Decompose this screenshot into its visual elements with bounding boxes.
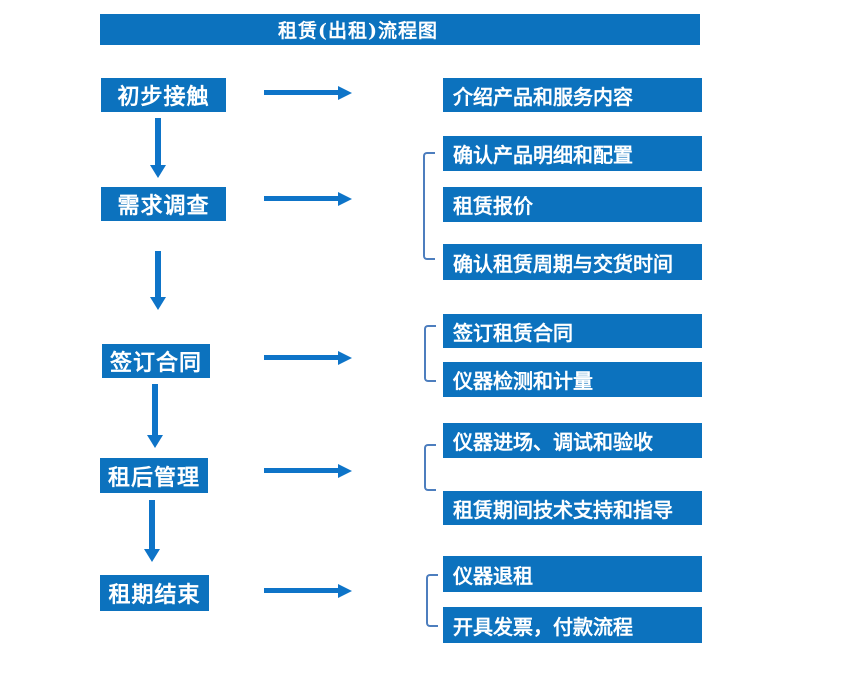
output-box: 仪器进场、调试和验收: [443, 423, 702, 458]
page-title: 租赁(出租)流程图: [278, 20, 438, 42]
right-arrow-head: [338, 350, 352, 365]
output-box: 仪器检测和计量: [443, 362, 702, 397]
down-arrow-shaft: [154, 251, 161, 297]
right-arrow: [264, 85, 352, 100]
right-arrow: [264, 583, 352, 598]
output-box: 确认租赁周期与交货时间: [443, 244, 702, 280]
output-box: 确认产品明细和配置: [443, 136, 702, 171]
down-arrow-shaft: [154, 118, 161, 165]
down-arrow: [149, 251, 166, 310]
step-requirement-survey: 需求调查: [101, 187, 226, 221]
right-arrow: [264, 350, 352, 365]
output-box: 介绍产品和服务内容: [443, 78, 702, 112]
down-arrow: [149, 118, 166, 178]
right-arrow-shaft: [264, 355, 338, 360]
right-arrow-head: [338, 85, 352, 100]
down-arrow: [146, 384, 163, 448]
group-bracket: [426, 574, 438, 627]
down-arrow-shaft: [151, 384, 158, 435]
down-arrow-head: [143, 549, 160, 562]
step-sign-contract: 签订合同: [102, 344, 210, 378]
right-arrow: [264, 463, 352, 478]
right-arrow-head: [338, 583, 352, 598]
right-arrow-shaft: [264, 90, 338, 95]
output-box: 租赁报价: [443, 187, 702, 222]
group-bracket: [424, 325, 436, 382]
down-arrow-head: [149, 165, 166, 178]
down-arrow: [143, 500, 160, 562]
right-arrow-shaft: [264, 196, 338, 201]
right-arrow-head: [338, 191, 352, 206]
group-bracket: [423, 152, 435, 260]
right-arrow-shaft: [264, 588, 338, 593]
group-bracket: [424, 444, 436, 491]
down-arrow-head: [146, 435, 163, 448]
title-banner: 租赁(出租)流程图: [100, 14, 700, 45]
step-post-rental-management: 租后管理: [100, 458, 208, 493]
right-arrow-head: [338, 463, 352, 478]
step-initial-contact: 初步接触: [101, 78, 226, 112]
down-arrow-head: [149, 297, 166, 310]
output-box: 租赁期间技术支持和指导: [443, 491, 702, 525]
step-lease-end: 租期结束: [100, 575, 209, 611]
right-arrow-shaft: [264, 468, 338, 473]
output-box: 开具发票，付款流程: [443, 607, 702, 643]
down-arrow-shaft: [148, 500, 155, 549]
right-arrow: [264, 191, 352, 206]
output-box: 签订租赁合同: [443, 314, 702, 348]
output-box: 仪器退租: [443, 556, 702, 592]
